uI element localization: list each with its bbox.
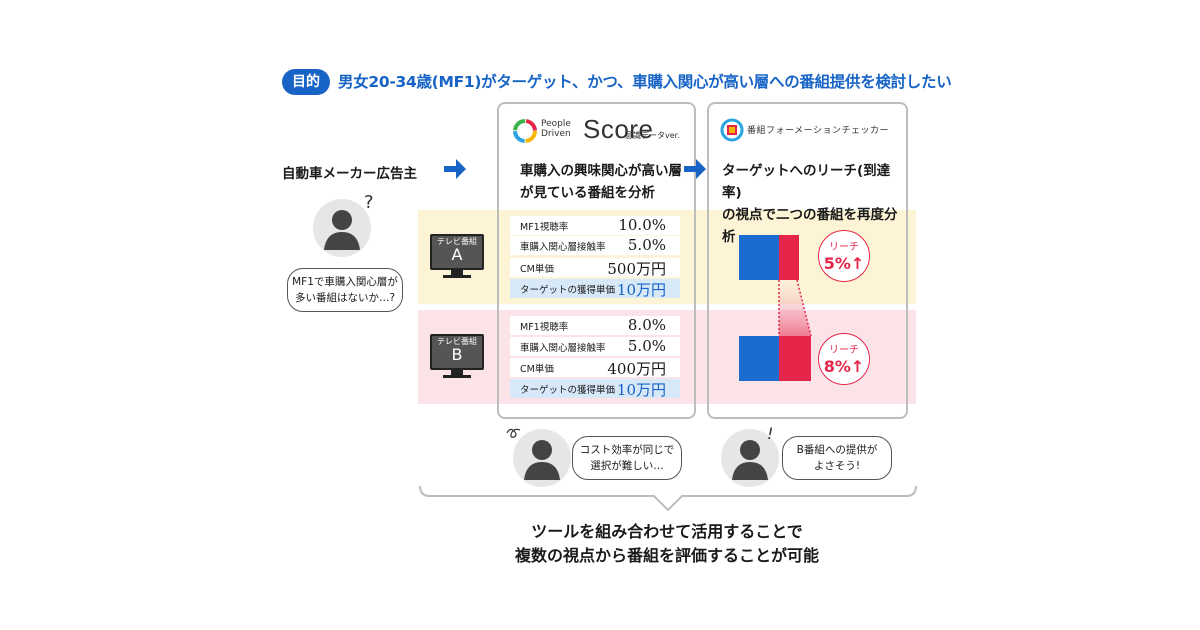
advertiser-label: 自動車メーカー広告主 [282, 166, 417, 182]
reach-badge-b: リーチ 8%↑ [818, 333, 870, 385]
reach-bar-red-a [779, 235, 799, 280]
logo2-text: 番組フォーメーションチェッカー [747, 126, 889, 136]
reach-bar-red-b [779, 336, 811, 381]
metric-row: 車購入関心層接触率 5.0% [510, 236, 680, 255]
logo1-small-text: People Driven [541, 119, 571, 139]
purpose-badge: 目的 [282, 69, 330, 95]
analyst-person-icon [513, 429, 571, 487]
question-mark: ? [364, 192, 374, 213]
analyst-speech-bubble: コスト効率が同じで 選択が難しい… [572, 436, 682, 480]
metric-row-highlight: ターゲットの獲得単価 10万円 [510, 279, 680, 299]
advertiser-speech-bubble: MF1で車購入関心層が 多い番組はないか…? [287, 268, 403, 312]
exclamation-mark: ! [767, 424, 774, 443]
combine-bracket [419, 485, 917, 512]
conclusion-text: ツールを組み合わせて活用することで 複数の視点から番組を評価することが可能 [514, 522, 819, 565]
metric-row-highlight: ターゲットの獲得単価 10万円 [510, 379, 680, 399]
arrow-right-icon [684, 159, 706, 179]
people-driven-score-logo-icon [513, 119, 537, 143]
arrow-right-icon [444, 159, 466, 179]
people-driven-score-panel [497, 102, 696, 419]
metric-row: MF1視聴率 10.0% [510, 216, 680, 235]
tool1-heading: 車購入の興味関心が高い層 が見ている番組を分析 [520, 163, 682, 201]
metric-row: 車購入関心層接触率 5.0% [510, 337, 680, 356]
decision-person-icon [721, 429, 779, 487]
advertiser-person-icon [313, 199, 371, 257]
reach-bar-blue-b [739, 336, 779, 381]
logo1-sub-text: 意識データver. [625, 131, 680, 140]
reach-bar-blue-a [739, 235, 779, 280]
decision-speech-bubble: B番組への提供が よさそう! [782, 436, 892, 480]
metric-row: CM単価 500万円 [510, 258, 680, 278]
program-formation-checker-logo-icon [720, 118, 744, 142]
program-formation-checker-panel [707, 102, 908, 419]
metric-row: CM単価 400万円 [510, 358, 680, 378]
metric-row: MF1視聴率 8.0% [510, 316, 680, 335]
purpose-text: 男女20-34歳(MF1)がターゲット、かつ、車購入関心が高い層への番組提供を検… [338, 73, 952, 91]
tv-program-b-icon: テレビ番組 B [430, 334, 486, 380]
confused-scribble-icon [506, 428, 521, 438]
tool2-heading: ターゲットへのリーチ(到達率) の視点で二つの番組を再度分析 [722, 163, 898, 245]
tv-program-a-icon: テレビ番組 A [430, 234, 486, 280]
reach-connector [778, 280, 812, 336]
logo1-score-text: Score [583, 114, 654, 144]
reach-badge-a: リーチ 5%↑ [818, 230, 870, 282]
